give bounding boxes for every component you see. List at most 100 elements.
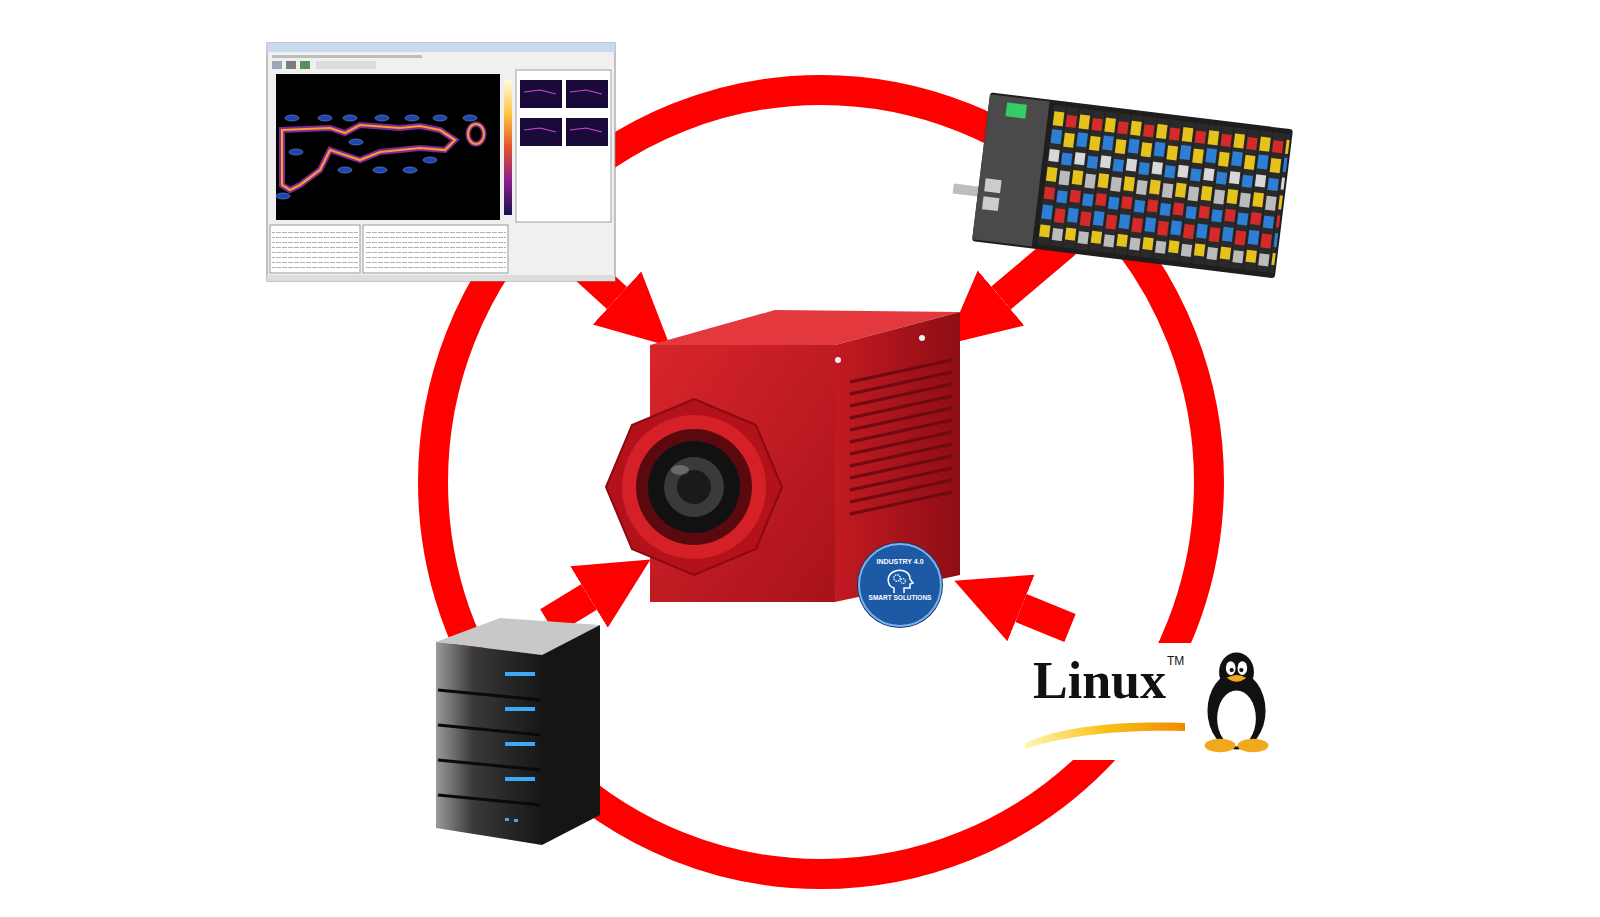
tux-penguin	[1191, 647, 1283, 757]
plc-module-part	[982, 196, 999, 211]
industry-badge: INDUSTRY 4.0SMART SOLUTIONS	[858, 543, 942, 627]
software-screenshot-part-part	[524, 90, 556, 94]
software-screenshot-part-part	[285, 115, 299, 121]
thermal-camera-part	[677, 470, 711, 504]
logo-swoosh	[1025, 717, 1185, 751]
software-screenshot-part	[468, 124, 484, 144]
thermal-camera-part-part	[850, 456, 952, 478]
software-screenshot-part	[267, 275, 615, 281]
penguin-pupil	[1239, 668, 1243, 672]
penguin-eye	[1237, 661, 1247, 675]
penguin-foot	[1205, 739, 1236, 753]
thermal-camera-part-part	[850, 432, 952, 454]
plc-module-part	[953, 184, 982, 197]
plc-module-part	[1037, 105, 1290, 273]
head-outline	[888, 570, 913, 593]
software-screenshot-part-part	[433, 115, 447, 121]
server-tower-part	[542, 625, 600, 845]
penguin-belly	[1217, 690, 1256, 746]
badge-title: INDUSTRY 4.0	[876, 558, 923, 565]
plc-module-part	[972, 94, 1049, 246]
software-screenshot-part-part	[405, 115, 419, 121]
thermal-camera-part	[850, 360, 952, 514]
thermal-camera-part	[919, 335, 925, 341]
thermal-camera-part	[671, 465, 689, 475]
thermal-camera-part-part	[850, 444, 952, 466]
server-tower-part-part	[438, 795, 540, 805]
software-screenshot-part	[272, 55, 422, 58]
software-screenshot-part	[566, 80, 608, 108]
software-screenshot	[267, 43, 615, 281]
thermal-camera-part-part	[850, 468, 952, 490]
software-screenshot-part	[504, 80, 512, 215]
thermal-camera	[606, 310, 960, 602]
software-screenshot-part	[272, 230, 358, 271]
software-screenshot-part	[365, 230, 506, 271]
swoosh-shape	[1025, 723, 1185, 749]
logo-wordmark: Linux	[1033, 655, 1166, 707]
penguin-foot	[1237, 739, 1268, 753]
thermal-camera-part	[835, 357, 841, 363]
plc-module	[947, 89, 1293, 278]
thermal-camera-part-part	[850, 360, 952, 382]
server-tower-part-part	[438, 690, 540, 700]
thermal-camera-part-part	[850, 372, 952, 394]
thermal-camera-part	[664, 457, 724, 517]
software-screenshot-part	[282, 125, 455, 190]
penguin-pupil	[1230, 668, 1234, 672]
server-tower-part	[438, 690, 540, 805]
trademark-mark: TM	[1167, 655, 1184, 667]
thermal-camera-part	[835, 312, 960, 602]
brain-icon	[884, 568, 916, 594]
server-tower-part-part	[505, 707, 535, 711]
penguin-head	[1219, 653, 1254, 692]
penguin-eye	[1226, 661, 1236, 675]
server-tower-part-part	[514, 819, 518, 822]
thermal-camera-part-part	[850, 396, 952, 418]
software-screenshot-part-part	[463, 115, 477, 121]
software-screenshot-part	[363, 225, 508, 273]
server-tower-part-part	[438, 725, 540, 735]
gear-icon	[894, 575, 900, 581]
software-screenshot-part	[566, 118, 608, 146]
software-screenshot-part	[520, 118, 562, 146]
software-screenshot-part	[267, 43, 615, 281]
thermal-camera-part	[648, 441, 740, 533]
software-screenshot-part-part	[338, 167, 352, 173]
software-screenshot-part	[520, 80, 562, 108]
gear-icon	[901, 579, 906, 584]
software-screenshot-part-part	[289, 149, 303, 155]
software-screenshot-part	[267, 43, 615, 52]
thermal-camera-part-part	[850, 384, 952, 406]
plc-module-part	[972, 92, 1293, 278]
inward-arrows-part	[1021, 608, 1070, 628]
software-screenshot-part	[276, 115, 477, 199]
software-screenshot-part	[270, 225, 360, 273]
thermal-camera-part	[606, 399, 782, 575]
server-tower-part-part	[505, 742, 535, 746]
server-tower-part-part	[505, 672, 535, 676]
server-tower-part-part	[505, 777, 535, 781]
thermal-camera-part-part	[850, 480, 952, 502]
software-screenshot-part-part	[318, 115, 332, 121]
inward-arrows-part	[548, 597, 589, 622]
thermal-camera-part	[636, 429, 752, 545]
plc-module-part	[984, 178, 1001, 193]
software-screenshot-part-part	[524, 128, 556, 132]
thermal-camera-part	[622, 415, 766, 559]
software-screenshot-part-part	[349, 139, 363, 145]
software-screenshot-part	[468, 124, 484, 144]
software-screenshot-part-part	[570, 128, 602, 132]
software-screenshot-part-part	[343, 115, 357, 121]
thermal-camera-part-part	[850, 408, 952, 430]
server-tower-part-part	[505, 818, 509, 821]
badge-subtitle: SMART SOLUTIONS	[869, 595, 932, 602]
software-screenshot-part-part	[375, 115, 389, 121]
software-screenshot-part	[516, 70, 611, 222]
server-tower-part-part	[438, 760, 540, 770]
software-screenshot-part-part	[570, 90, 602, 94]
software-screenshot-part-part	[403, 167, 417, 173]
penguin-beak	[1227, 675, 1246, 682]
software-screenshot-part	[286, 61, 296, 69]
